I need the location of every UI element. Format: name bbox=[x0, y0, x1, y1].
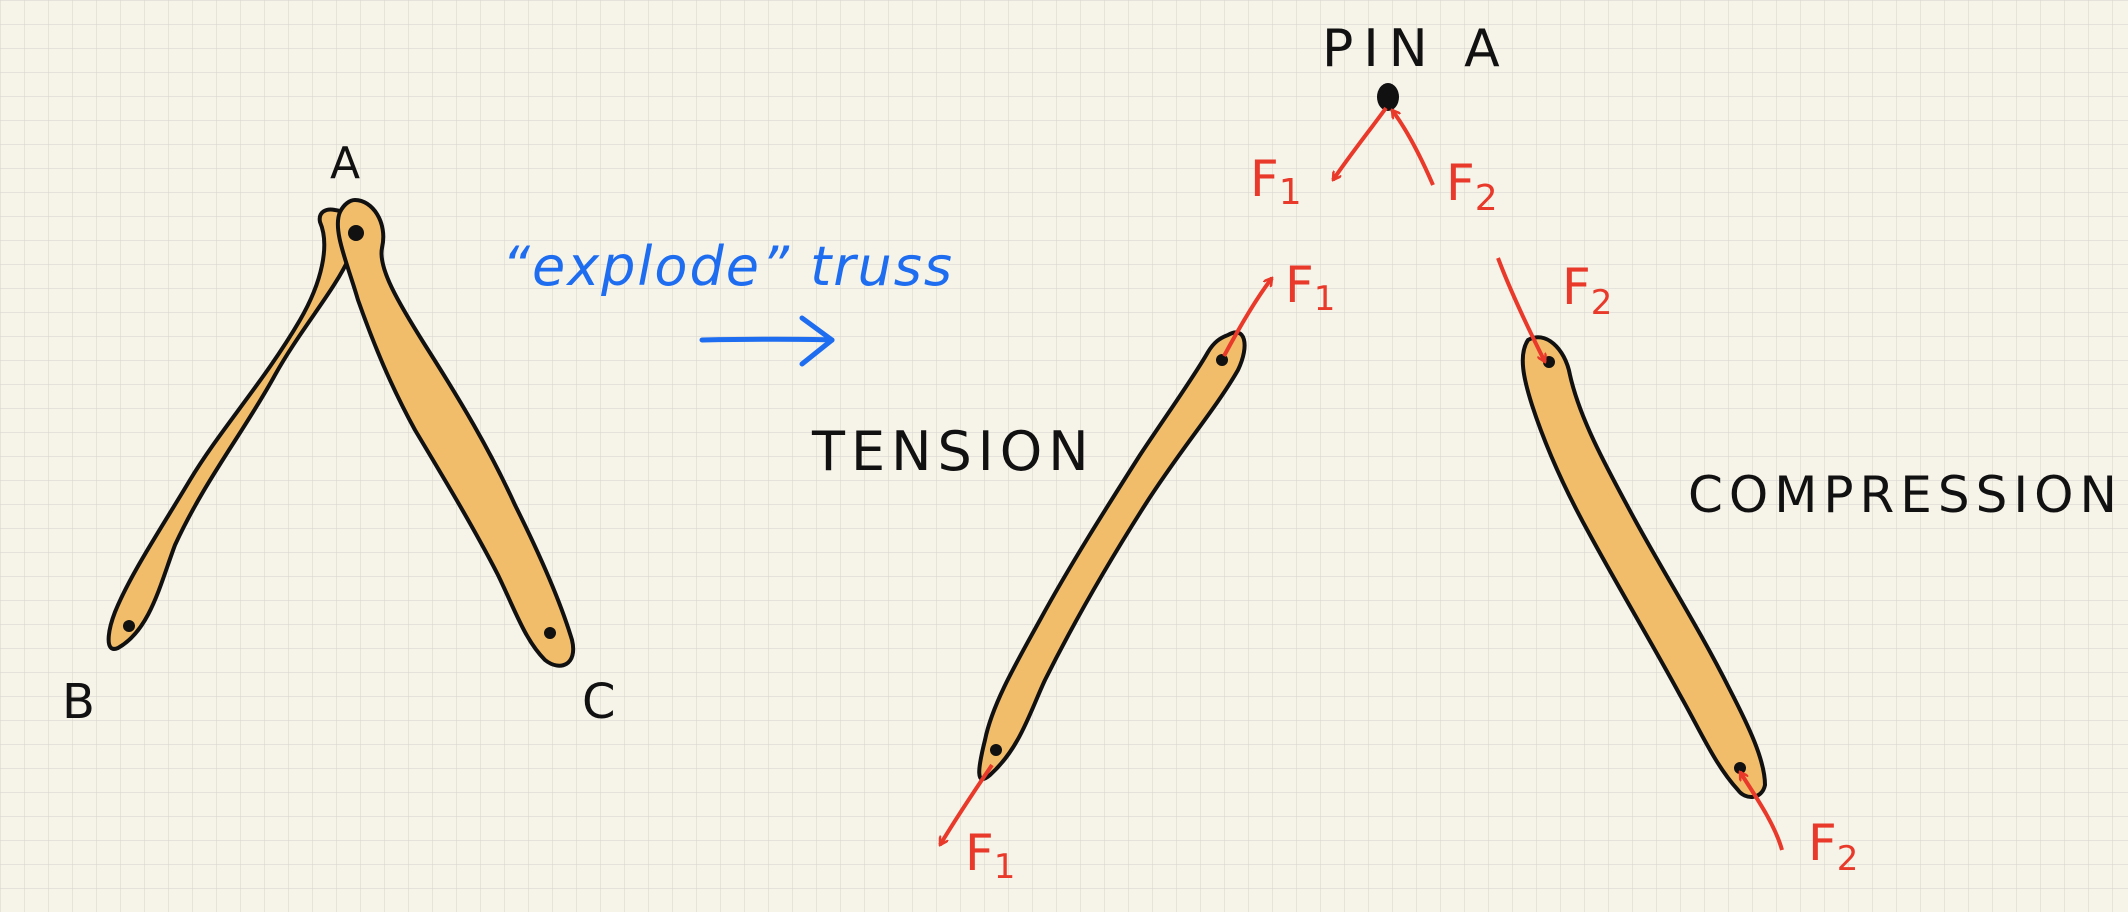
explode-truss-label: “explode” truss bbox=[502, 235, 954, 298]
joint-label-c: C bbox=[582, 674, 616, 730]
tension-label: TENSION bbox=[811, 420, 1095, 483]
compression-top-force-label: F2 bbox=[1562, 258, 1612, 323]
tension-bottom-force-arrow bbox=[938, 763, 994, 845]
pin-b-dot bbox=[123, 620, 135, 632]
pin-a-title: PIN A bbox=[1322, 19, 1510, 79]
member-ac bbox=[335, 198, 576, 668]
compression-top-force-arrow bbox=[1496, 257, 1545, 362]
arrow-right-icon bbox=[699, 315, 835, 367]
pin-f1-arrow bbox=[1331, 106, 1388, 180]
joint-label-b: B bbox=[62, 674, 95, 730]
compression-bottom-force-label: F2 bbox=[1808, 814, 1858, 879]
pin-a-dot bbox=[348, 225, 364, 241]
assembled-truss: A B C bbox=[62, 138, 616, 730]
tension-bottom-pin bbox=[990, 744, 1002, 756]
joint-label-a: A bbox=[330, 138, 360, 189]
compression-label: COMPRESSION bbox=[1688, 466, 2123, 524]
compression-bottom-force-arrow bbox=[1738, 772, 1784, 851]
explode-annotation: “explode” truss bbox=[502, 235, 954, 367]
tension-top-pin bbox=[1216, 354, 1228, 366]
pin-a-point bbox=[1377, 83, 1399, 111]
tension-member-free-body: F1 F1 TENSION bbox=[811, 256, 1335, 887]
tension-bottom-force-label: F1 bbox=[965, 824, 1015, 887]
pin-f2-arrow bbox=[1390, 110, 1435, 186]
pin-a-free-body: PIN A F1 F2 bbox=[1250, 19, 1510, 219]
pin-f2-label: F2 bbox=[1446, 154, 1498, 219]
tension-top-force-label: F1 bbox=[1285, 256, 1335, 319]
compression-member-free-body: F2 F2 COMPRESSION bbox=[1496, 257, 2123, 879]
tension-member bbox=[977, 330, 1247, 782]
member-ab bbox=[106, 207, 357, 651]
pin-c-dot bbox=[544, 627, 556, 639]
tension-top-force-arrow bbox=[1222, 278, 1274, 357]
pin-f1-label: F1 bbox=[1250, 150, 1302, 213]
